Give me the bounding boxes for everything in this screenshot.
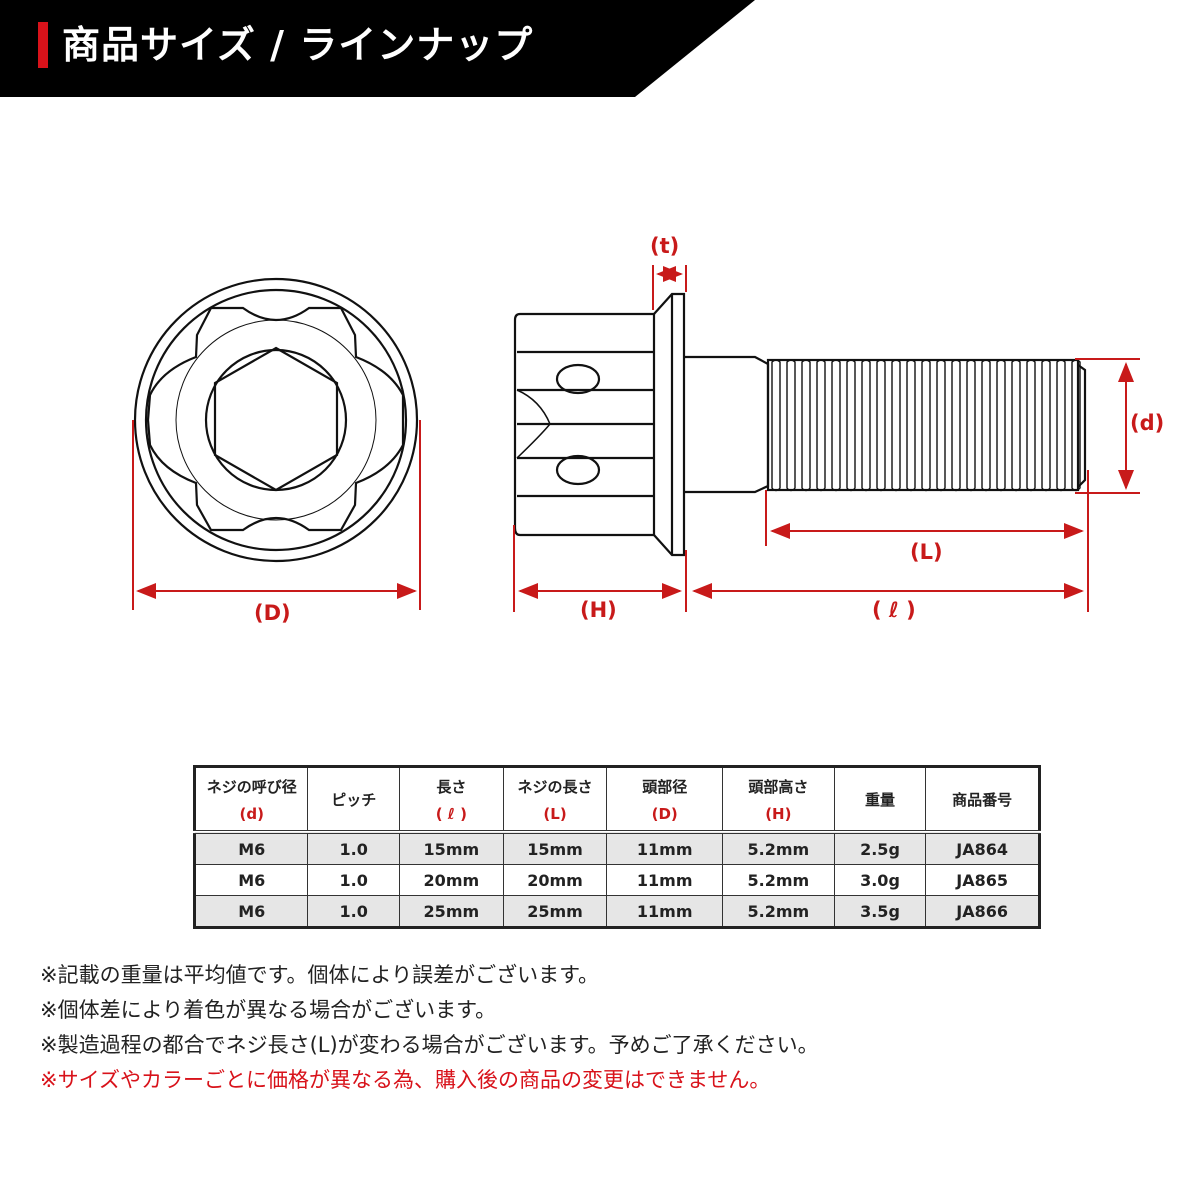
table-cell: JA865 xyxy=(925,864,1040,896)
table-cell: M6 xyxy=(193,831,309,865)
table-cell: 5.2mm xyxy=(722,831,835,865)
table-cell: 1.0 xyxy=(307,831,401,865)
table-row: M6 1.0 15mm 15mm 11mm 5.2mm 2.5g JA864 xyxy=(193,831,1040,865)
dimension-label-l: ( ℓ ) xyxy=(872,598,916,622)
table-cell: M6 xyxy=(193,895,309,928)
table-cell: 11mm xyxy=(606,864,723,896)
table-cell: JA866 xyxy=(925,895,1040,928)
section-header: 商品サイズ / ラインナップ xyxy=(0,0,1200,97)
notes-list: ※記載の重量は平均値です。個体により誤差がございます。 ※個体差により着色が異な… xyxy=(40,958,819,1098)
note-weight: ※記載の重量は平均値です。個体により誤差がございます。 xyxy=(40,963,599,987)
column-header: 長さ( ℓ ) xyxy=(399,766,504,833)
column-header: 頭部径(D) xyxy=(606,766,723,833)
table-cell: 3.5g xyxy=(833,895,927,928)
table-cell: 1.0 xyxy=(307,895,401,928)
front-view-bolt-head xyxy=(133,277,419,563)
table-cell: 5.2mm xyxy=(722,895,835,928)
table-cell: M6 xyxy=(193,864,309,896)
dimension-D-lines xyxy=(132,420,421,610)
dimension-label-H: (H) xyxy=(580,598,617,622)
column-header: ネジの呼び径(d) xyxy=(193,766,309,833)
note-thread-length: ※製造過程の都合でネジ長さ(L)が変わる場合がございます。予めご了承ください。 xyxy=(40,1033,819,1057)
table-cell: 15mm xyxy=(502,831,608,865)
table-cell: 20mm xyxy=(399,864,504,896)
note-color-variation: ※個体差により着色が異なる場合がございます。 xyxy=(40,998,497,1022)
column-header: 頭部高さ(H) xyxy=(722,766,835,833)
header-background xyxy=(0,0,755,97)
table-row: M6 1.0 25mm 25mm 11mm 5.2mm 3.5g JA866 xyxy=(193,895,1040,928)
table-cell: 11mm xyxy=(606,831,723,865)
side-dimension-lines xyxy=(513,265,1140,612)
table-row: M6 1.0 20mm 20mm 11mm 5.2mm 3.0g JA865 xyxy=(193,864,1040,896)
spec-table: ネジの呼び径(d) ピッチ 長さ( ℓ ) ネジの長さ(L) 頭部径(D) 頭部… xyxy=(193,765,1041,929)
dimension-label-d: (d) xyxy=(1130,411,1165,435)
thread-lines xyxy=(771,359,1081,492)
table-cell: 25mm xyxy=(502,895,608,928)
bolt-drawing xyxy=(132,265,1140,612)
table-cell: JA864 xyxy=(925,831,1040,865)
table-cell: 1.0 xyxy=(307,864,401,896)
dimension-label-L: (L) xyxy=(910,540,943,564)
side-view-bolt xyxy=(513,292,1087,557)
page-title: 商品サイズ / ラインナップ xyxy=(62,23,534,67)
column-header: 重量 xyxy=(833,766,927,833)
column-header: ピッチ xyxy=(307,766,401,833)
table-cell: 5.2mm xyxy=(722,864,835,896)
note-no-exchange-warning: ※サイズやカラーごとに価格が異なる為、購入後の商品の変更はできません。 xyxy=(40,1068,771,1092)
table-cell: 20mm xyxy=(502,864,608,896)
table-cell: 25mm xyxy=(399,895,504,928)
table-cell: 3.0g xyxy=(833,864,927,896)
column-header: 商品番号 xyxy=(925,766,1040,833)
table-header-row: ネジの呼び径(d) ピッチ 長さ( ℓ ) ネジの長さ(L) 頭部径(D) 頭部… xyxy=(193,766,1040,833)
dimension-label-t: (t) xyxy=(650,234,680,258)
bolt-dimension-diagram: (D) (t) (d) (L) (H) ( ℓ ) xyxy=(0,200,1200,640)
header-accent-bar xyxy=(38,22,48,68)
table-cell: 15mm xyxy=(399,831,504,865)
table-cell: 11mm xyxy=(606,895,723,928)
table-cell: 2.5g xyxy=(833,831,927,865)
column-header: ネジの長さ(L) xyxy=(502,766,608,833)
dimension-label-D: (D) xyxy=(254,601,291,625)
